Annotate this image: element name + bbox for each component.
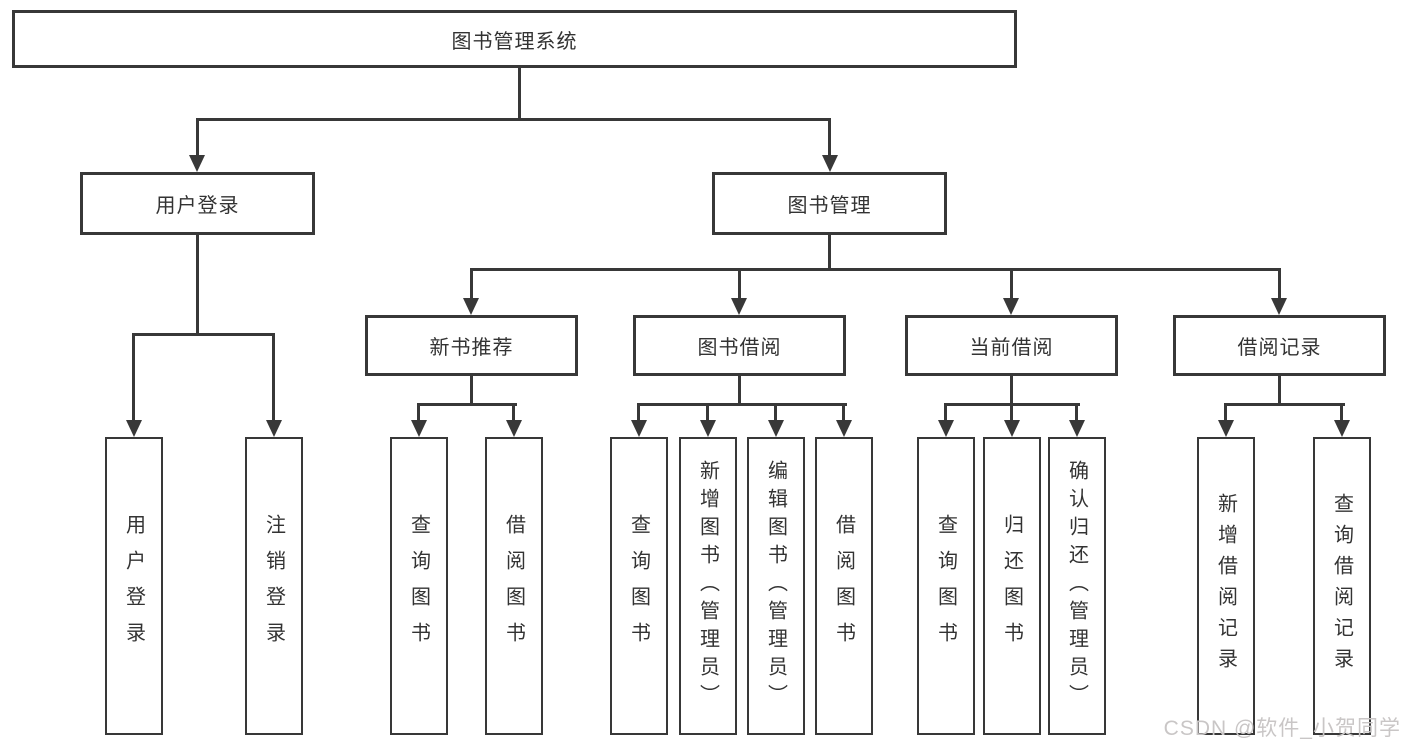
arrow-to-leaf-logout — [266, 420, 282, 437]
node-current-borrowing: 当前借阅 — [905, 315, 1118, 376]
csdn-watermark: CSDN @软件_小贺同学 — [1163, 717, 1401, 740]
arrow-to-leaf — [700, 420, 716, 437]
leaf-query-books-borrowing: 查询图书 — [610, 437, 668, 735]
arrow-to-book-mgmt — [822, 155, 838, 172]
connector-leaf-login-drop — [132, 333, 135, 424]
leaf-query-borrow-record: 查询借阅记录 — [1313, 437, 1371, 735]
connector-leaf-drop — [706, 403, 709, 423]
arrow-to-current — [1003, 298, 1019, 315]
connector-level2-hline — [196, 118, 831, 121]
connector-leaf-drop — [944, 403, 947, 423]
connector-leaf-drop — [1224, 403, 1227, 423]
leaf-add-books-admin: 新增图书（管理员） — [679, 437, 737, 735]
leaf-edit-books-admin: 编辑图书（管理员） — [747, 437, 805, 735]
connector-user-login-hline — [132, 333, 275, 336]
connector-leaf-drop — [637, 403, 640, 423]
connector-borrowing-stem — [738, 374, 741, 406]
leaf-query-books-recommend: 查询图书 — [390, 437, 448, 735]
connector-recommend-stem — [470, 374, 473, 406]
node-book-management: 图书管理 — [712, 172, 947, 235]
connector-level3-hline — [470, 268, 1281, 271]
connector-user-login-stem — [196, 234, 199, 335]
leaf-confirm-return-admin: 确认归还（管理员） — [1048, 437, 1106, 735]
connector-records-stem — [1278, 374, 1281, 406]
arrow-to-leaf — [1069, 420, 1085, 437]
connector-current-stem — [1010, 374, 1013, 406]
arrow-to-user-login — [189, 155, 205, 172]
connector-book-mgmt-drop — [828, 118, 831, 158]
arrow-to-leaf-login — [126, 420, 142, 437]
connector-current-drop — [1010, 268, 1013, 301]
leaf-borrow-books-recommend: 借阅图书 — [485, 437, 543, 735]
node-root-library-system: 图书管理系统 — [12, 10, 1017, 68]
connector-book-mgmt-stem — [828, 234, 831, 270]
leaf-query-books-current: 查询图书 — [917, 437, 975, 735]
connector-user-login-drop — [196, 118, 199, 158]
node-user-login: 用户登录 — [80, 172, 315, 235]
node-new-book-recommendation: 新书推荐 — [365, 315, 578, 376]
arrow-to-leaf — [1334, 420, 1350, 437]
leaf-add-borrow-record: 新增借阅记录 — [1197, 437, 1255, 735]
arrow-to-recommend — [463, 298, 479, 315]
arrow-to-leaf — [1218, 420, 1234, 437]
connector-leaf-drop — [842, 403, 845, 423]
connector-group-records-hline — [1224, 403, 1345, 406]
leaf-borrow-books-borrowing: 借阅图书 — [815, 437, 873, 735]
arrow-to-leaf — [836, 420, 852, 437]
arrow-to-borrowing — [731, 298, 747, 315]
connector-leaf-drop — [417, 403, 420, 423]
leaf-user-login: 用户登录 — [105, 437, 163, 735]
arrow-to-leaf — [631, 420, 647, 437]
node-book-borrowing: 图书借阅 — [633, 315, 846, 376]
connector-group-recommend-hline — [417, 403, 517, 406]
connector-root-stem — [518, 67, 521, 120]
arrow-to-leaf — [411, 420, 427, 437]
leaf-logout: 注销登录 — [245, 437, 303, 735]
connector-leaf-drop — [1010, 403, 1013, 423]
connector-leaf-drop — [774, 403, 777, 423]
arrow-to-leaf — [768, 420, 784, 437]
leaf-return-books: 归还图书 — [983, 437, 1041, 735]
connector-records-drop — [1278, 268, 1281, 301]
connector-group-borrowing-hline — [637, 403, 847, 406]
connector-leaf-drop — [1340, 403, 1343, 423]
arrow-to-records — [1271, 298, 1287, 315]
connector-recommend-drop — [470, 268, 473, 301]
node-borrowing-records: 借阅记录 — [1173, 315, 1386, 376]
connector-leaf-logout-drop — [272, 333, 275, 424]
connector-borrowing-drop — [738, 268, 741, 301]
connector-leaf-drop — [1075, 403, 1078, 423]
arrow-to-leaf — [1004, 420, 1020, 437]
arrow-to-leaf — [938, 420, 954, 437]
arrow-to-leaf — [506, 420, 522, 437]
connector-leaf-drop — [512, 403, 515, 423]
